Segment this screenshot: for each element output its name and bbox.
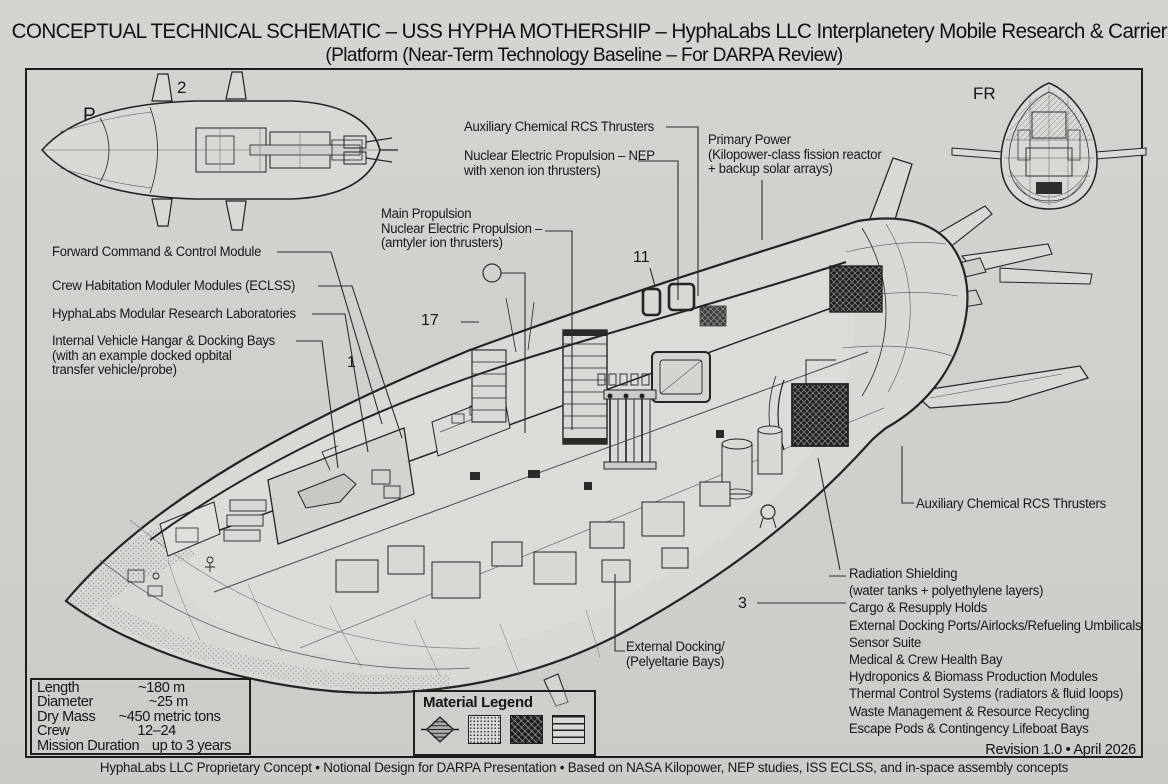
label-hangar-docking: Internal Vehicle Hangar & Docking Bays (… — [52, 333, 275, 378]
footer-disclaimer: HyphaLabs LLC Proprietary Concept • Noti… — [99, 760, 1069, 775]
callout-number-3: 3 — [738, 595, 747, 612]
spec-value: ~180 m — [138, 679, 185, 696]
list-item-hydroponics: Hydroponics & Biomass Production Modules — [849, 669, 1098, 685]
laminate-layers-swatch-icon — [552, 715, 585, 744]
front-view-label: FR — [973, 84, 996, 103]
sheet-title-line1: CONCEPTUAL TECHNICAL SCHEMATIC – USS HYP… — [11, 20, 1168, 43]
label-main-prop-line1: Main Propulsion — [381, 206, 472, 221]
right-systems-list: Radiation Shielding (water tanks + polye… — [849, 565, 1142, 737]
drawing-border-frame — [25, 68, 1143, 758]
material-legend-title: Material Legend — [423, 694, 533, 711]
dense-crosshatch-shielding-swatch-icon — [510, 715, 543, 744]
callout-number-2: 2 — [177, 78, 187, 97]
spec-value: ~450 metric tons — [118, 707, 221, 725]
list-item-thermal-control: Thermal Control Systems (radiators & flu… — [849, 686, 1124, 702]
callout-number-11: 11 — [633, 249, 650, 266]
spec-label: Diameter — [37, 693, 93, 711]
list-item-radiation-shielding-2: (water tanks + polyethylene layers) — [849, 583, 1044, 599]
spec-row-crew: Crew 12–24 — [37, 722, 244, 740]
label-nep-line1: Nuclear Electric Propulsion – NEP — [464, 148, 655, 163]
label-hangar-line3: transfer vehicle/probe) — [52, 362, 177, 378]
label-forward-command: Forward Command & Control Module — [52, 244, 262, 259]
list-item-medical-bay: Medical & Crew Health Bay — [849, 652, 1003, 668]
spec-value: 12–24 — [137, 722, 176, 740]
plan-view-label: P — [83, 105, 96, 126]
spec-row-dry-mass: Dry Mass ~450 metric tons — [37, 707, 244, 725]
label-main-prop-line3: (amtyler ion thrusters) — [381, 235, 503, 251]
spec-row-mission-duration: Mission Duration up to 3 years — [37, 736, 244, 754]
list-item-sensor-suite: Sensor Suite — [849, 634, 922, 650]
label-main-propulsion: Main Propulsion Nuclear Electric Propuls… — [381, 206, 543, 251]
label-aux-rcs-top: Auxiliary Chemical RCS Thrusters — [464, 119, 654, 134]
label-nep-line2: with xenon ion thrusters) — [464, 162, 601, 178]
callout-number-17: 17 — [421, 312, 439, 329]
list-item-cargo-resupply: Cargo & Resupply Holds — [849, 600, 988, 616]
label-external-docking: External Docking/ (Pelyeltarie Bays) — [626, 639, 725, 669]
list-item-escape-pods: Escape Pods & Contingency Lifeboat Bays — [849, 720, 1089, 736]
section-cut-symbol-icon — [421, 716, 459, 743]
spec-label: Crew — [37, 722, 70, 740]
label-hangar-line2: (with an example docked opbital — [52, 347, 232, 363]
label-primary-power-line2: (Kilopower-class fission reactor — [708, 146, 882, 162]
spec-value: ~25 m — [148, 693, 188, 711]
label-nep: Nuclear Electric Propulsion – NEP with x… — [464, 148, 655, 178]
label-aux-rcs-right: Auxiliary Chemical RCS Thrusters — [916, 496, 1106, 511]
label-crew-habitation: Crew Habitation Moduler Modules (ECLSS) — [52, 278, 296, 293]
label-primary-power: Primary Power (Kilopower-class fission r… — [708, 132, 882, 177]
spec-table: Length ~180 m Diameter ~25 m Dry Mass ~4… — [30, 678, 251, 755]
list-item-waste-management: Waste Management & Resource Recycling — [849, 703, 1090, 719]
revision-note: Revision 1.0 • April 2026 — [985, 741, 1136, 758]
label-research-labs: HyphaLabs Modular Research Laboratories — [52, 306, 296, 321]
label-primary-power-line1: Primary Power — [708, 132, 791, 147]
spec-label: Length — [37, 679, 80, 696]
stipple-composite-swatch-icon — [468, 715, 501, 744]
sheet-title-line2: (Platform (Near-Term Technology Baseline… — [325, 44, 843, 66]
label-primary-power-line3: + backup solar arrays) — [708, 161, 833, 177]
spec-value: up to 3 years — [151, 736, 232, 754]
list-item-radiation-shielding: Radiation Shielding — [849, 566, 958, 581]
label-hangar-line1: Internal Vehicle Hangar & Docking Bays — [52, 333, 275, 348]
spec-row-diameter: Diameter ~25 m — [37, 693, 244, 711]
spec-label: Mission Duration — [37, 736, 140, 754]
spec-label: Dry Mass — [37, 707, 96, 725]
material-legend-swatches — [415, 711, 594, 744]
list-item-external-docking-ports: External Docking Ports/Airlocks/Refuelin… — [849, 617, 1142, 633]
material-legend: Material Legend — [413, 690, 596, 756]
callout-number-1: 1 — [347, 354, 356, 371]
spec-row-length: Length ~180 m — [37, 679, 244, 696]
label-ext-docking-line2: (Pelyeltarie Bays) — [626, 653, 725, 669]
label-ext-docking-line1: External Docking/ — [626, 639, 725, 654]
label-main-prop-line2: Nuclear Electric Propulsion – — [381, 220, 543, 236]
